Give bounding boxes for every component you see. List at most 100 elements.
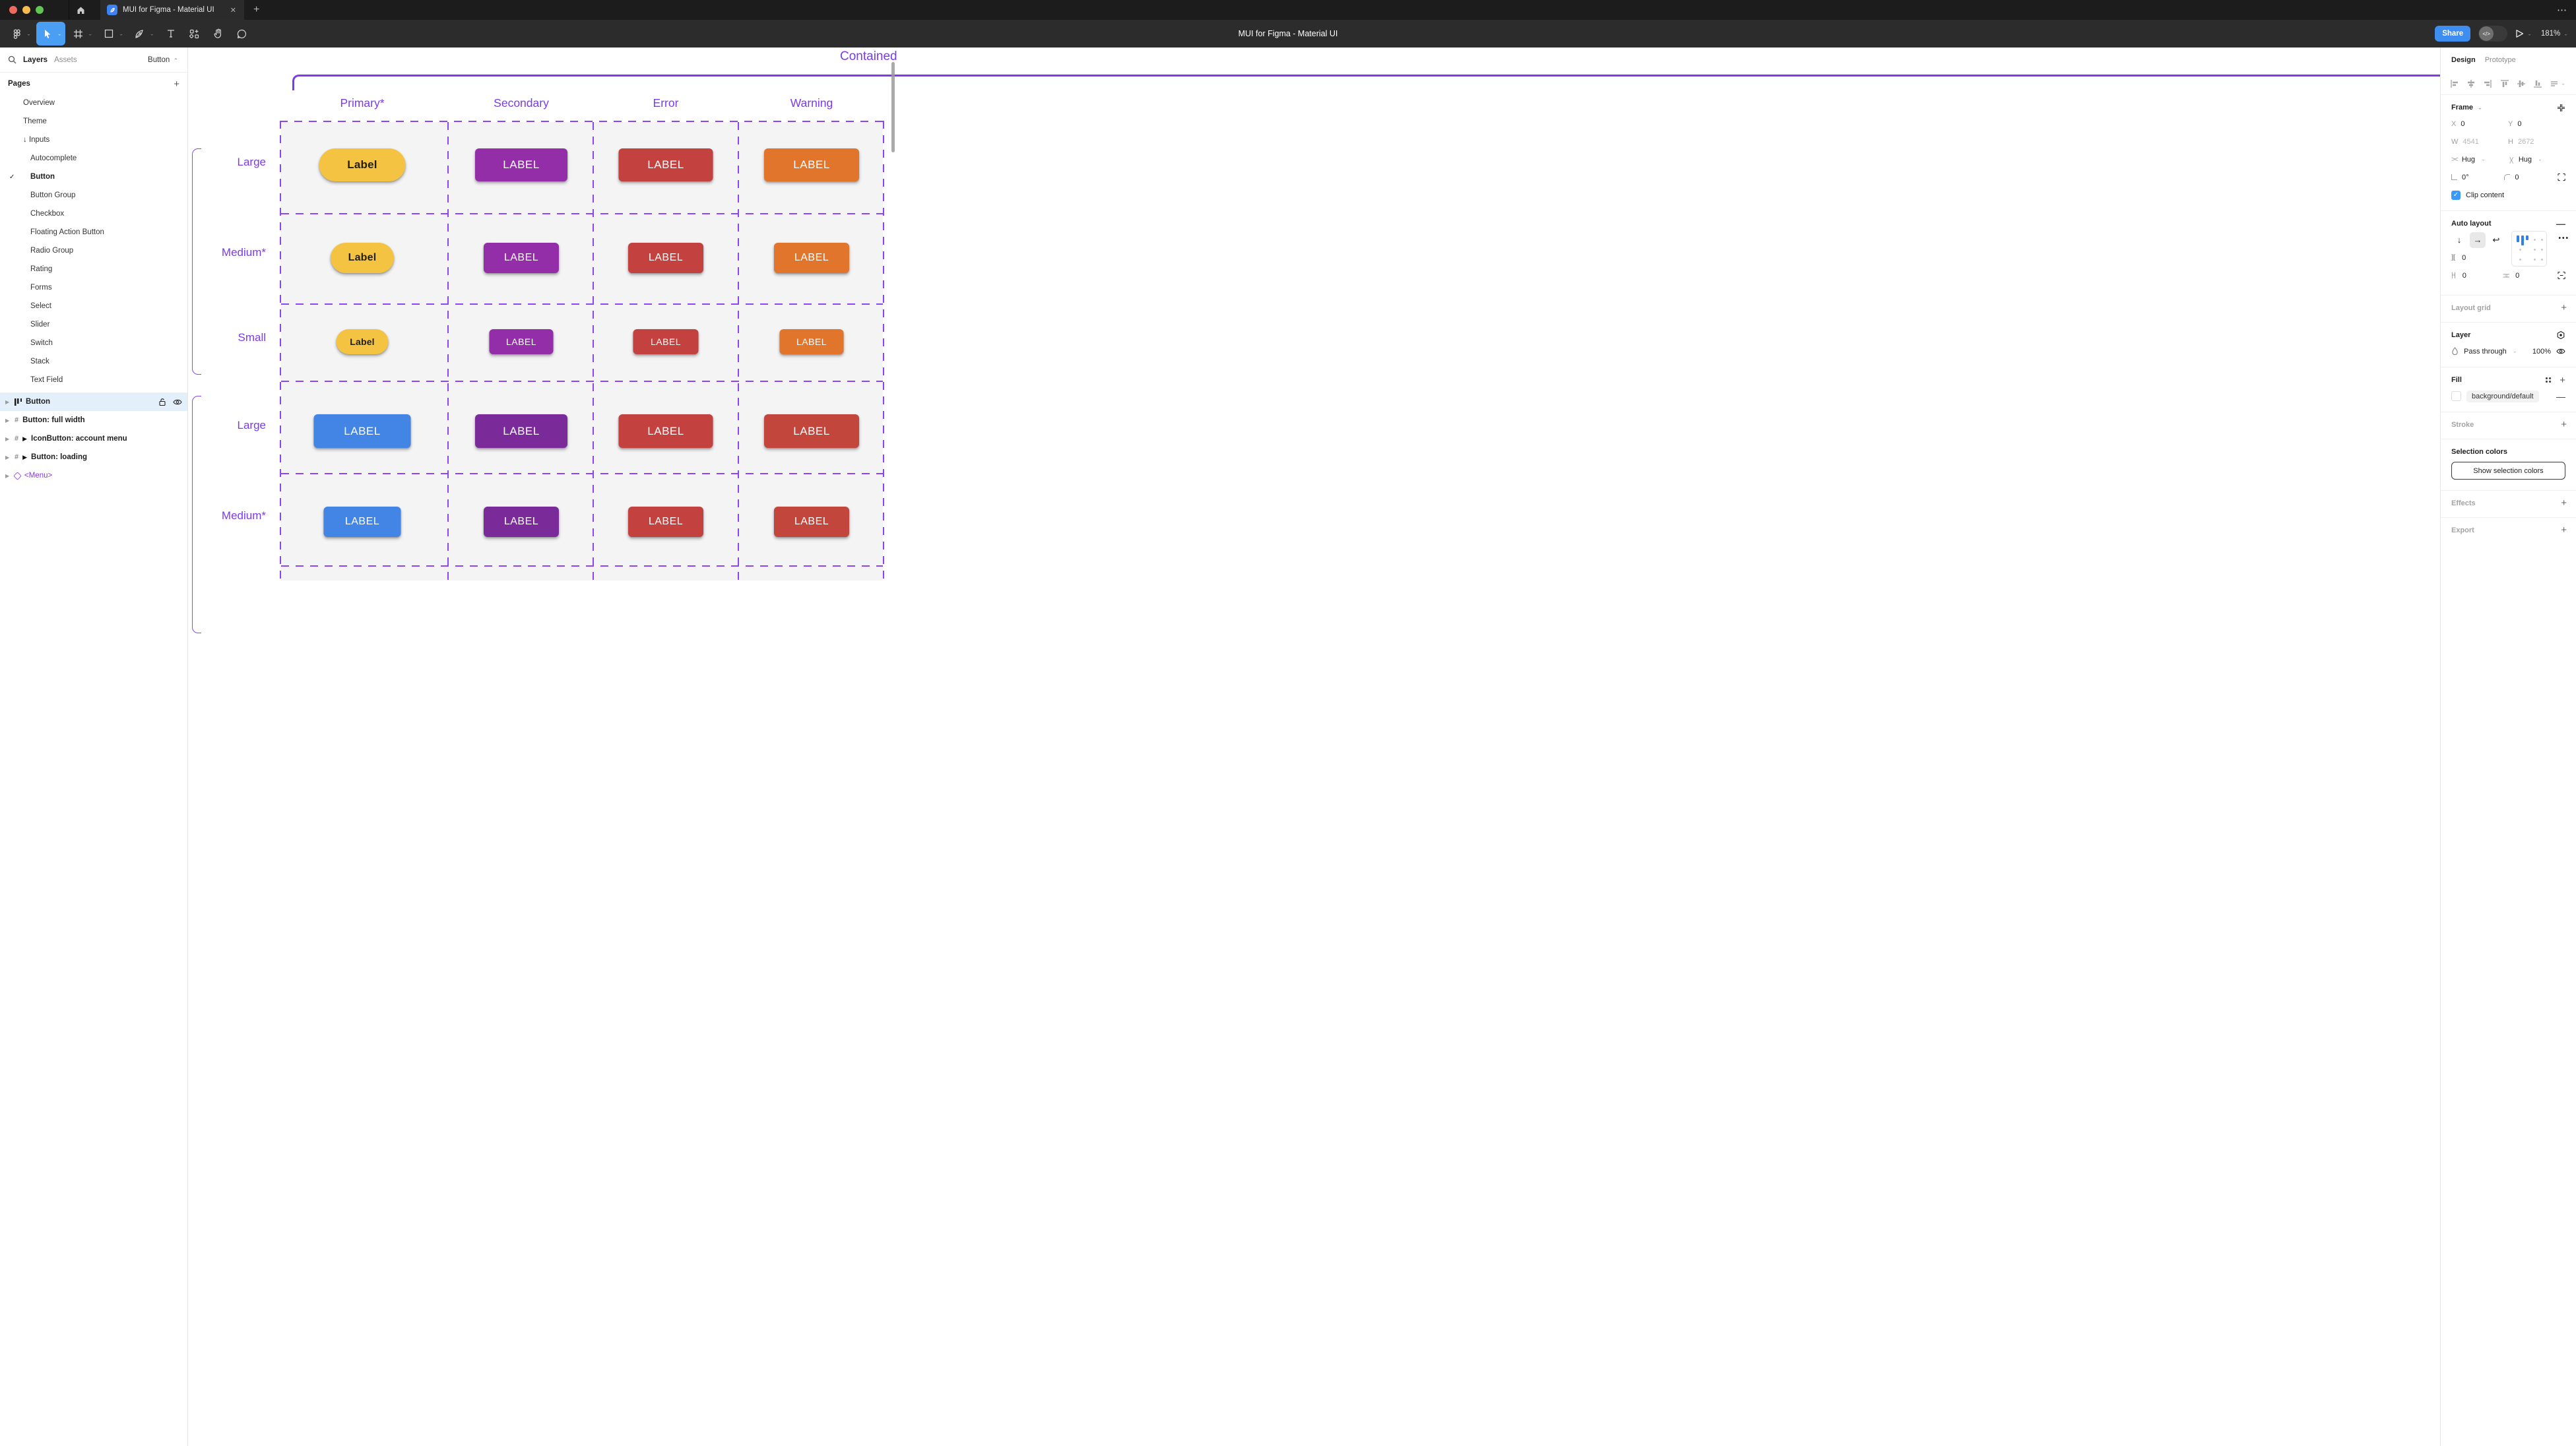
chevron-down-icon[interactable]: ⌄	[88, 31, 93, 36]
canvas-button[interactable]: LABEL	[628, 243, 703, 273]
zoom-menu[interactable]: 181% ⌄	[2541, 30, 2569, 38]
fill-token-chip[interactable]: background/default	[2466, 390, 2539, 402]
chevron-down-icon[interactable]: ⌄	[2527, 31, 2532, 36]
canvas-button[interactable]: LABEL	[618, 414, 713, 448]
main-menu-button[interactable]: ⌄	[5, 22, 35, 46]
apply-styles-icon[interactable]	[2545, 377, 2552, 383]
blend-mode-icon[interactable]	[2556, 330, 2565, 340]
layout-wrap-button[interactable]: ↩	[2492, 234, 2500, 245]
tab-assets[interactable]: Assets	[54, 55, 77, 64]
search-icon[interactable]	[8, 55, 16, 64]
align-vertical-center-icon[interactable]	[2517, 79, 2526, 88]
present-button[interactable]: ⌄	[2515, 29, 2533, 38]
rotation-field[interactable]: 0°	[2451, 173, 2504, 181]
visibility-eye-icon[interactable]	[2556, 348, 2565, 355]
page-item[interactable]: Checkbox	[0, 204, 187, 223]
expand-caret-icon[interactable]: ▶	[5, 472, 10, 479]
canvas-button[interactable]: LABEL	[628, 507, 703, 537]
page-item[interactable]: ✓Button	[0, 168, 187, 186]
file-tab[interactable]: MUI for Figma - Material UI ✕	[100, 0, 244, 20]
page-selector[interactable]: Button ⌄	[148, 55, 178, 64]
tab-design[interactable]: Design	[2451, 56, 2476, 64]
page-item[interactable]: Select	[0, 297, 187, 315]
page-item[interactable]: Switch	[0, 334, 187, 352]
canvas-button[interactable]: LABEL	[764, 148, 859, 181]
distribute-menu[interactable]: ⌄	[2550, 79, 2567, 88]
page-item[interactable]: Slider	[0, 315, 187, 334]
layer-row[interactable]: ▶#▶IconButton: account menu	[0, 429, 187, 448]
dev-mode-toggle[interactable]: </>	[2478, 26, 2508, 42]
auto-layout-more-button[interactable]: •••	[2558, 235, 2569, 242]
home-button[interactable]	[69, 0, 92, 20]
fill-color-swatch[interactable]	[2451, 391, 2461, 401]
independent-corners-icon[interactable]	[2558, 173, 2565, 181]
clip-content-checkbox[interactable]: ✓	[2451, 190, 2461, 200]
vertical-padding-field[interactable]: |▫|0	[2502, 271, 2520, 280]
text-tool-button[interactable]	[160, 22, 182, 46]
page-item[interactable]: Overview	[0, 94, 187, 112]
page-item[interactable]: Rating	[0, 260, 187, 278]
layout-horizontal-button[interactable]: →	[2470, 232, 2486, 248]
align-right-icon[interactable]	[2483, 79, 2492, 88]
horizontal-resizing-select[interactable]: ><Hug⌄	[2451, 155, 2486, 164]
canvas-button[interactable]: Label	[331, 243, 394, 273]
unlock-icon[interactable]	[158, 398, 166, 406]
page-item[interactable]: Radio Group	[0, 241, 187, 260]
comment-tool-button[interactable]	[231, 22, 253, 46]
add-effect-button[interactable]: +	[2561, 497, 2567, 509]
canvas-button[interactable]: LABEL	[475, 414, 567, 448]
chevron-down-icon[interactable]: ⌄	[119, 31, 123, 36]
align-top-icon[interactable]	[2500, 79, 2509, 88]
align-bottom-icon[interactable]	[2533, 79, 2542, 88]
canvas-button[interactable]: LABEL	[484, 243, 559, 273]
shape-tool-button[interactable]: ⌄	[98, 22, 127, 46]
window-more-menu[interactable]: ⋯	[2557, 5, 2567, 16]
canvas-scrollbar[interactable]	[891, 62, 895, 152]
chevron-down-icon[interactable]: ⌄	[57, 31, 62, 36]
new-tab-button[interactable]: +	[253, 4, 260, 15]
expand-caret-icon[interactable]: ▶	[5, 435, 10, 442]
layer-row[interactable]: ▶#▶Button: loading	[0, 448, 187, 466]
layer-row[interactable]: ▶#Button: full width	[0, 411, 187, 429]
add-layout-grid-button[interactable]: +	[2561, 302, 2567, 313]
canvas-button[interactable]: LABEL	[313, 414, 411, 448]
canvas-button[interactable]: LABEL	[774, 243, 849, 273]
canvas-button[interactable]: LABEL	[489, 329, 554, 354]
remove-fill-button[interactable]: —	[2556, 391, 2565, 402]
independent-padding-icon[interactable]	[2558, 271, 2565, 280]
page-item[interactable]: Autocomplete	[0, 149, 187, 168]
add-fill-button[interactable]: +	[2560, 374, 2565, 386]
add-export-button[interactable]: +	[2561, 524, 2567, 536]
expand-caret-icon[interactable]: ▶	[5, 454, 10, 460]
canvas-button[interactable]: Label	[336, 329, 389, 354]
chevron-down-icon[interactable]: ⌄	[149, 31, 154, 36]
eye-icon[interactable]	[173, 398, 182, 406]
expand-caret-icon[interactable]: ▶	[5, 417, 10, 424]
page-item[interactable]: Theme	[0, 112, 187, 131]
layout-vertical-button[interactable]: ↓	[2457, 235, 2462, 245]
page-item[interactable]: Button Group	[0, 186, 187, 204]
item-spacing-field[interactable]: ]|[0	[2451, 253, 2466, 262]
resources-tool-button[interactable]	[183, 22, 206, 46]
canvas-button[interactable]: LABEL	[475, 148, 567, 181]
canvas-button[interactable]: Label	[319, 148, 406, 181]
page-item[interactable]: Forms	[0, 278, 187, 297]
layer-row[interactable]: ▶Button	[0, 393, 187, 411]
tab-prototype[interactable]: Prototype	[2484, 56, 2516, 64]
canvas-button[interactable]: LABEL	[484, 507, 559, 537]
frame-tool-button[interactable]: ⌄	[67, 22, 96, 46]
vertical-resizing-select[interactable]: ><Hug⌄	[2507, 155, 2542, 164]
align-horizontal-center-icon[interactable]	[2466, 79, 2476, 88]
page-item[interactable]: Floating Action Button	[0, 223, 187, 241]
page-item[interactable]: Stack	[0, 352, 187, 371]
clip-content-row[interactable]: ✓ Clip content	[2451, 186, 2565, 204]
remove-auto-layout-button[interactable]: —	[2556, 218, 2565, 229]
share-button[interactable]: Share	[2435, 26, 2471, 42]
close-window-button[interactable]	[9, 6, 17, 14]
layer-row[interactable]: ▶<Menu>	[0, 466, 187, 485]
